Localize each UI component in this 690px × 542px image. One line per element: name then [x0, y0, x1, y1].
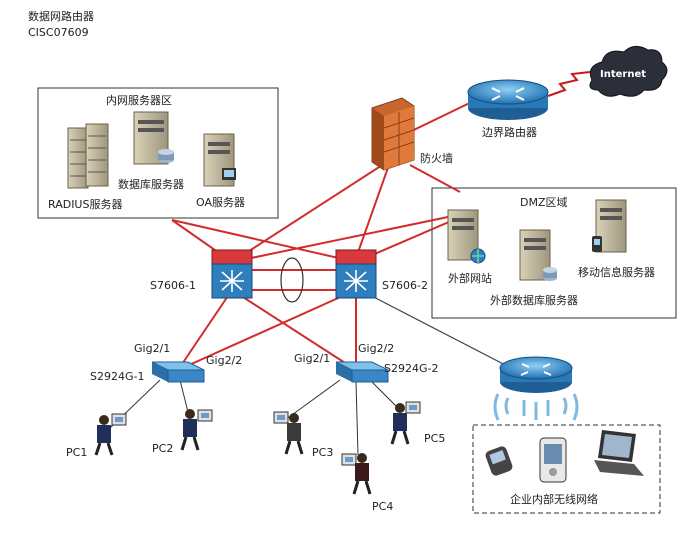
access2-port-left: Gig2/1 — [294, 352, 330, 365]
ext-db-server-icon — [519, 229, 557, 281]
db-server-icon — [133, 111, 174, 165]
link-core2-wireless — [359, 289, 516, 371]
mobile-info-label: 移动信息服务器 — [578, 265, 655, 279]
dmz-zone-label: DMZ区域 — [520, 196, 568, 209]
db-server-label: 数据库服务器 — [118, 177, 184, 191]
pc-user-icon — [273, 411, 304, 455]
border-router — [467, 79, 549, 120]
oa-server-icon — [203, 133, 236, 187]
laptop-icon — [594, 430, 644, 476]
core-switch-2 — [335, 249, 377, 299]
internet-label: Internet — [600, 69, 646, 80]
ext-db-label: 外部数据库服务器 — [490, 293, 578, 307]
core1-label: S7606-1 — [150, 279, 196, 292]
web-label: 外部网站 — [448, 271, 492, 285]
core-switch-1 — [211, 249, 253, 299]
pc3-label: PC3 — [312, 446, 333, 459]
pc4-label: PC4 — [372, 500, 393, 513]
access2-port-right: Gig2/2 — [358, 342, 394, 355]
border-router-label: 边界路由器 — [482, 125, 537, 139]
radius-label: RADIUS服务器 — [48, 198, 122, 211]
access1-port-right: Gig2/2 — [206, 354, 242, 367]
wireless-zone-label: 企业内部无线网络 — [510, 492, 598, 506]
pc-user-icon — [341, 453, 372, 495]
access1-port-left: Gig2/1 — [134, 342, 170, 355]
oa-server-label: OA服务器 — [196, 196, 245, 209]
internal-zone-box — [37, 87, 279, 219]
link-firewall-dmz — [409, 164, 461, 193]
link-core1-access1 — [177, 289, 233, 371]
pc-user-icon — [94, 413, 127, 456]
access-switch-2 — [335, 361, 389, 383]
access-switch-1 — [151, 361, 205, 383]
pc1-label: PC1 — [66, 446, 87, 459]
phone-icon — [485, 446, 513, 476]
access1-label: S2924G-1 — [90, 370, 144, 383]
pc5-label: PC5 — [424, 432, 445, 445]
firewall-icon — [371, 97, 415, 171]
access2-label: S2924G-2 — [384, 362, 438, 375]
internet-cloud: Internet — [589, 46, 668, 97]
firewall-label: 防火墙 — [420, 151, 453, 165]
internal-zone-label: 内网服务器区 — [106, 93, 172, 107]
link-access2-pc5 — [369, 379, 401, 411]
link-firewall-core1 — [231, 159, 391, 263]
link-firewall-core2 — [355, 161, 391, 259]
pda-icon — [539, 437, 567, 483]
radius-server-icon — [67, 123, 109, 189]
core2-label: S7606-2 — [382, 279, 428, 292]
wireless-waves-icon — [493, 393, 579, 421]
dmz-zone-box — [431, 187, 677, 319]
mobile-info-server-icon — [592, 199, 627, 253]
pc2-label: PC2 — [152, 442, 173, 455]
pc-user-icon — [180, 409, 213, 451]
internet-link — [547, 71, 591, 97]
link-internal-core2 — [171, 219, 357, 263]
wireless-zone-box — [472, 424, 661, 514]
pc-user-icon — [390, 401, 421, 445]
link-core1-access2 — [231, 289, 357, 371]
header-subtitle: CISC07609 — [28, 26, 89, 39]
header-title: 数据网路由器 — [28, 9, 94, 23]
link-core2-access1 — [177, 289, 357, 371]
etherchannel-ellipse — [280, 257, 304, 303]
link-dmz-core1 — [231, 211, 473, 263]
wireless-router — [499, 356, 573, 393]
web-server-icon — [447, 209, 486, 264]
link-access2-pc4 — [355, 381, 359, 456]
